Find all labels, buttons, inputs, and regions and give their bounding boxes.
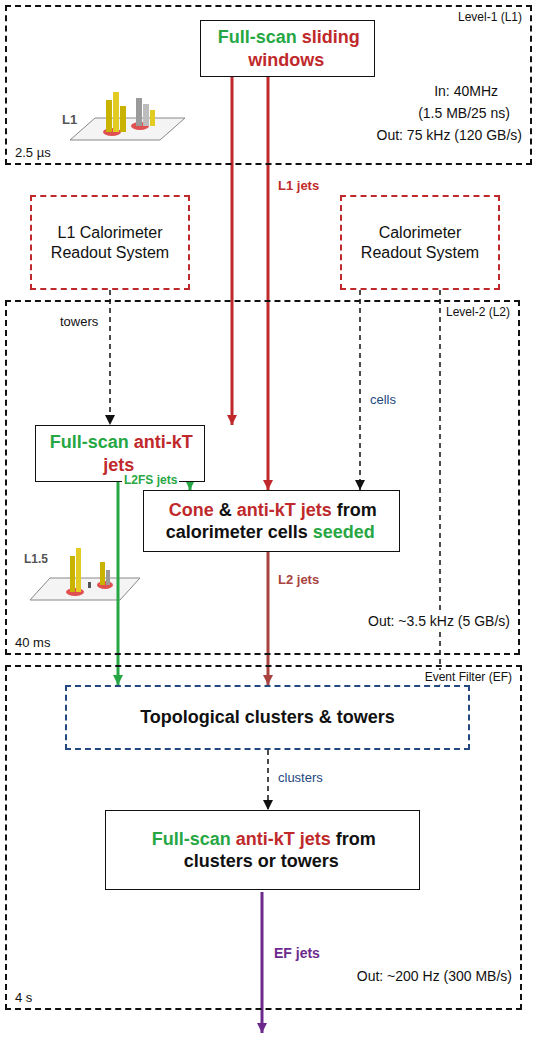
data-flow-arrow bbox=[267, 750, 269, 810]
rate-note: Out: ~200 Hz (300 MB/s) bbox=[355, 968, 514, 984]
rate-note: In: 40MHz bbox=[432, 83, 500, 99]
edge-label: L2 jets bbox=[276, 572, 321, 587]
data-flow-arrow bbox=[109, 290, 111, 425]
level-title: Level-1 (L1) bbox=[456, 10, 524, 24]
box-label: Full-scan bbox=[50, 432, 129, 452]
box-label: Topological clusters & towers bbox=[140, 706, 395, 729]
level-title: Level-2 (L2) bbox=[444, 305, 512, 319]
box-label: Cone bbox=[169, 500, 214, 520]
box-text: Calorimeter Readout System bbox=[352, 223, 488, 263]
algorithm-box: Cone&anti-kT jetsfrom calorimeter cellss… bbox=[143, 490, 400, 552]
data-flow-arrow bbox=[231, 77, 234, 425]
rate-note: 40 ms bbox=[13, 635, 52, 650]
box-label: Full-scan bbox=[152, 829, 231, 849]
box-text: Topological clusters & towers bbox=[140, 706, 395, 729]
box-label: anti-kT jets bbox=[236, 829, 331, 849]
tower-plot bbox=[70, 92, 185, 140]
readout-box: L1 Calorimeter Readout System bbox=[30, 195, 190, 290]
level-title: Event Filter (EF) bbox=[423, 670, 514, 684]
illustration-label: L1 bbox=[60, 112, 79, 127]
box-label: anti-kT jets bbox=[237, 500, 332, 520]
output-arrow bbox=[261, 892, 264, 1033]
trigger-level: Level-1 (L1) In: 40MHz (1.5 MB/25 ns) Out: … bbox=[5, 5, 532, 165]
data-flow-arrow bbox=[267, 77, 270, 490]
rate-note: 4 s bbox=[13, 990, 34, 1005]
box-label: Full-scan bbox=[218, 27, 297, 47]
readout-box: Calorimeter Readout System bbox=[340, 195, 500, 290]
algorithm-box: Full-scansliding windows bbox=[200, 20, 375, 77]
box-label: Calorimeter Readout System bbox=[352, 223, 488, 263]
box-text: Full-scananti-kT jets bbox=[44, 431, 196, 476]
box-label: & bbox=[219, 500, 232, 520]
output-label: EF jets bbox=[272, 945, 322, 961]
algorithm-box: Full-scananti-kT jetsfrom clusters or to… bbox=[105, 810, 420, 890]
edge-label: towers bbox=[58, 314, 100, 329]
box-label: seeded bbox=[313, 522, 375, 542]
algorithm-box: Full-scananti-kT jets bbox=[35, 425, 205, 482]
box-text: Cone&anti-kT jetsfrom calorimeter cellss… bbox=[152, 499, 391, 544]
rate-note: Out: ~3.5 kHz (5 GB/s) bbox=[366, 613, 512, 629]
edge-label: cells bbox=[368, 392, 398, 407]
edge-label: L1 jets bbox=[276, 178, 321, 193]
data-flow-arrow bbox=[359, 290, 361, 490]
illustration-label: L1.5 bbox=[22, 552, 50, 566]
box-text: Full-scansliding windows bbox=[209, 26, 366, 71]
box-text: L1 Calorimeter Readout System bbox=[42, 223, 178, 263]
box-label: L1 Calorimeter Readout System bbox=[42, 223, 178, 263]
data-flow-arrow bbox=[189, 482, 192, 490]
trigger-level: Event Filter (EF) 4 s Out: ~200 Hz (300 MB… bbox=[5, 665, 522, 1010]
box-text: Full-scananti-kT jetsfrom clusters or to… bbox=[114, 828, 411, 873]
rate-note: 2.5 µs bbox=[13, 145, 53, 160]
rate-note: (1.5 MB/25 ns) bbox=[416, 105, 512, 121]
edge-label: clusters bbox=[276, 770, 325, 785]
trigger-level: Level-2 (L2) 40 ms Out: ~3.5 kHz (5 GB/s) F… bbox=[5, 300, 520, 655]
edge-label: L2FS jets bbox=[122, 473, 179, 487]
rate-note: Out: 75 kHz (120 GB/s) bbox=[375, 127, 525, 143]
cluster-box: Topological clusters & towers bbox=[65, 685, 470, 750]
